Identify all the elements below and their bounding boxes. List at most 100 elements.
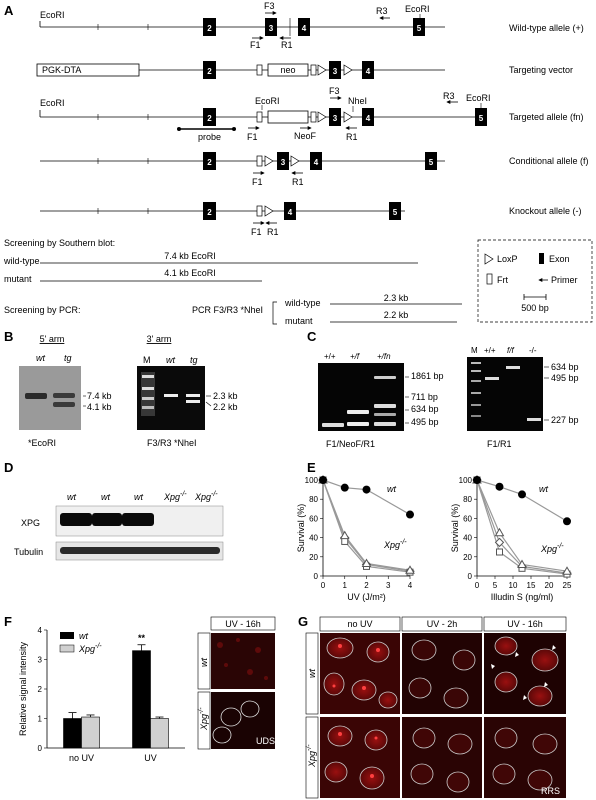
ko-point [517, 559, 527, 568]
c-lane-ff: f/f [507, 346, 514, 355]
frt-icon [486, 273, 493, 285]
y-tick-label: 100 [305, 476, 319, 485]
primer-r3-label: R3 [443, 91, 455, 101]
ecori-site-label: EcoRI [466, 93, 491, 103]
arrowhead-icon [491, 664, 495, 669]
exon-2-label: 2 [207, 158, 212, 167]
primer-f1-label: F1 [247, 132, 258, 142]
ko-point [494, 537, 505, 548]
y-tick-label: 4 [38, 626, 43, 635]
f-assay-label: UDS [256, 736, 275, 746]
exon-3-label: 3 [281, 158, 286, 167]
c-size-711: 711 bp [411, 392, 438, 402]
c-lane-m: M [471, 346, 478, 355]
allele-label-knockout: Knockout allele (-) [509, 206, 582, 216]
e2-legend-xpg: Xpg-/- [540, 543, 564, 554]
bar [81, 716, 100, 749]
exon-5-label: 5 [393, 208, 398, 217]
b-size-22: 2.2 kb [213, 402, 238, 412]
c-size2-634: 634 bp [551, 362, 579, 372]
exon-4-label: 4 [366, 114, 371, 123]
b-size-41: 4.1 kb [87, 402, 112, 412]
y-tick-label: 100 [459, 476, 473, 485]
y-tick-label: 3 [38, 656, 43, 665]
wt-point [563, 517, 571, 526]
allele-label-targeting-vector: Targeting vector [509, 65, 573, 75]
exon-2 [203, 18, 216, 36]
y-axis-label: Survival (%) [296, 504, 306, 553]
c-size2-227: 227 bp [551, 415, 579, 425]
wt-point [495, 482, 504, 491]
category-label: UV [144, 753, 157, 763]
c-lane-wt2: +/+ [484, 346, 496, 355]
allele-label-targeted: Targeted allele (fn) [509, 112, 584, 122]
g-row-wt: wt [307, 669, 317, 678]
southern-title: Screening by Southern blot: [4, 238, 115, 248]
exon-3-label: 3 [333, 114, 338, 123]
g-row-xpg: Xpg-/- [306, 744, 317, 768]
c-caption-2: F1/R1 [487, 439, 512, 449]
e2-legend-wt: wt [539, 484, 548, 494]
x-tick-label: 5 [493, 581, 498, 590]
b-arm3: 3' arm [147, 334, 172, 344]
exon-5-label: 5 [417, 24, 422, 33]
primer-r3-label: R3 [376, 6, 388, 16]
primer-r1-label: R1 [267, 227, 279, 237]
d-lane-wt1: wt [67, 492, 76, 502]
f-legend-xpg: Xpg-/- [78, 643, 102, 654]
legend-wt-swatch [60, 632, 74, 639]
legend-frt: Frt [497, 275, 508, 285]
y-tick-label: 0 [38, 744, 43, 753]
legend-primer: Primer [551, 275, 578, 285]
pcr-mutant-label: mutant [285, 316, 313, 326]
legend-exon: Exon [549, 254, 570, 264]
y-tick-label: 40 [463, 534, 472, 543]
y-tick-label: 2 [38, 685, 43, 694]
primer-f1-label: F1 [252, 177, 263, 187]
pcr-screening: Screening by PCR: PCR F3/R3 *NheI wild-t… [4, 293, 462, 326]
c-caption-1: F1/NeoF/R1 [326, 439, 375, 449]
y-tick-label: 20 [463, 553, 472, 562]
conditional-allele: 2 3 4 5 F1 R1 Conditional allele (f) [40, 152, 589, 187]
wt-point [362, 485, 371, 494]
allele-label-conditional: Conditional allele (f) [509, 156, 589, 166]
allele-label-wild-type: Wild-type allele (+) [509, 23, 584, 33]
exon-4-label: 4 [366, 67, 371, 76]
knockout-allele: 2 4 5 F1 R1 Knockout allele (-) [40, 202, 582, 237]
loxp-icon [484, 253, 494, 265]
exon-3 [265, 18, 277, 36]
ko-point [361, 558, 372, 568]
ecori-site-label: EcoRI [40, 98, 65, 108]
b-size-23: 2.3 kb [213, 391, 238, 401]
b-lane-wt: wt [36, 353, 45, 363]
c-lane-ko: -/- [529, 346, 537, 355]
ko-point [562, 566, 572, 575]
wt-point [473, 476, 481, 484]
primer-r1-label: R1 [292, 177, 304, 187]
wt-point [406, 510, 414, 519]
g-header-uv16h: UV - 16h [507, 619, 543, 629]
wt-point [319, 476, 327, 484]
x-tick-label: 10 [509, 581, 518, 590]
panel-label-a: A [4, 3, 14, 18]
primer-f3-label: F3 [264, 1, 275, 11]
x-tick-label: 25 [563, 581, 572, 590]
x-tick-label: 2 [364, 581, 369, 590]
c-lane-fn: +/fn [377, 352, 391, 361]
b-lane-tg2: tg [190, 355, 198, 365]
ecori-site-label: EcoRI [405, 4, 430, 14]
neo-label: neo [280, 65, 295, 75]
pgk-dta-label: PGK-DTA [42, 65, 81, 75]
exon-5 [413, 18, 425, 36]
y-axis-label: Survival (%) [450, 504, 460, 553]
southern-wt-label: wild-type [3, 256, 40, 266]
y-axis-label: Relative signal intensity [18, 641, 28, 736]
f-micro-wt [211, 633, 275, 689]
e1-legend-xpg: Xpg-/- [383, 539, 407, 550]
x-tick-label: 0 [321, 581, 326, 590]
exon-2-label: 2 [207, 67, 212, 76]
ko-series-line [322, 479, 411, 573]
exon-3-label: 3 [269, 24, 274, 33]
